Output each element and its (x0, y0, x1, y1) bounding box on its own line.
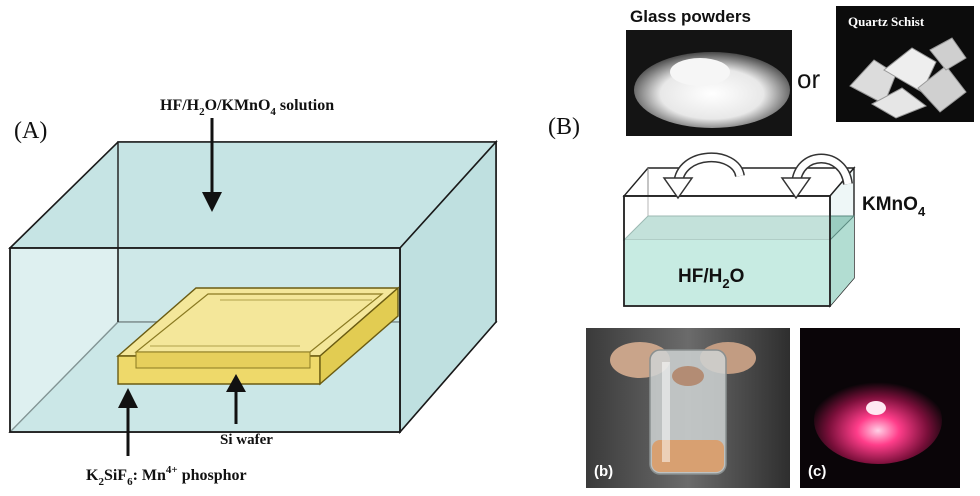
rock-2 (883, 47, 937, 93)
solution-label: HF/H2O/KMnO4 solution (160, 97, 334, 118)
panel-a-label: (A) (14, 118, 47, 144)
pour-arrow-left (662, 152, 745, 200)
rock-5 (929, 37, 967, 71)
pour-arrow-right-inner (792, 155, 852, 185)
photo-c-label: (c) (808, 463, 826, 480)
panel-a: (A) HF/H2O/KMnO4 solution (8, 97, 498, 488)
vial-highlight (662, 362, 670, 462)
powder-peak (670, 58, 730, 86)
solution-arrow-head (202, 192, 222, 212)
beaker-front-outline (623, 195, 831, 307)
emission-hotspot (866, 401, 886, 415)
glass-powders-photo (626, 30, 792, 136)
hf-h2o-label: HF/H2O (678, 266, 744, 291)
pour-arrow-left-head (662, 177, 694, 200)
rock-4 (870, 87, 928, 119)
thumb (672, 366, 704, 386)
glow-photo: (c) (800, 328, 960, 488)
vial-photo: (b) (586, 328, 790, 488)
quartz-schist-label: Quartz Schist (848, 14, 925, 29)
beaker-liquid-front (625, 240, 829, 305)
pour-arrow-right (780, 153, 853, 200)
pour-arrow-left-inner (674, 153, 744, 185)
phosphor-slab (116, 286, 400, 386)
si-wafer-edge (135, 351, 311, 369)
red-emission-glow (814, 376, 942, 464)
si-wafer-label: Si wafer (220, 432, 273, 448)
kmno4-label: KMnO4 (862, 194, 926, 219)
phosphor-label: K2SiF6: Mn4+ phosphor (86, 464, 247, 488)
panel-b: (B) Glass powders or Quartz Schist (548, 6, 974, 488)
slab-side (319, 286, 399, 386)
glass-powders-label: Glass powders (630, 7, 751, 26)
quartz-schist-photo: Quartz Schist (836, 6, 974, 122)
reaction-beaker (622, 166, 856, 308)
wafer-arrow-head (226, 374, 246, 392)
photo-b-label: (b) (594, 463, 613, 480)
panel-b-label: (B) (548, 114, 580, 140)
rock-3 (917, 65, 967, 113)
beaker-liquid-side (830, 216, 854, 306)
pour-arrow-right-head (780, 177, 812, 200)
or-label: or (797, 64, 820, 94)
phosphor-arrow-head (118, 388, 138, 408)
